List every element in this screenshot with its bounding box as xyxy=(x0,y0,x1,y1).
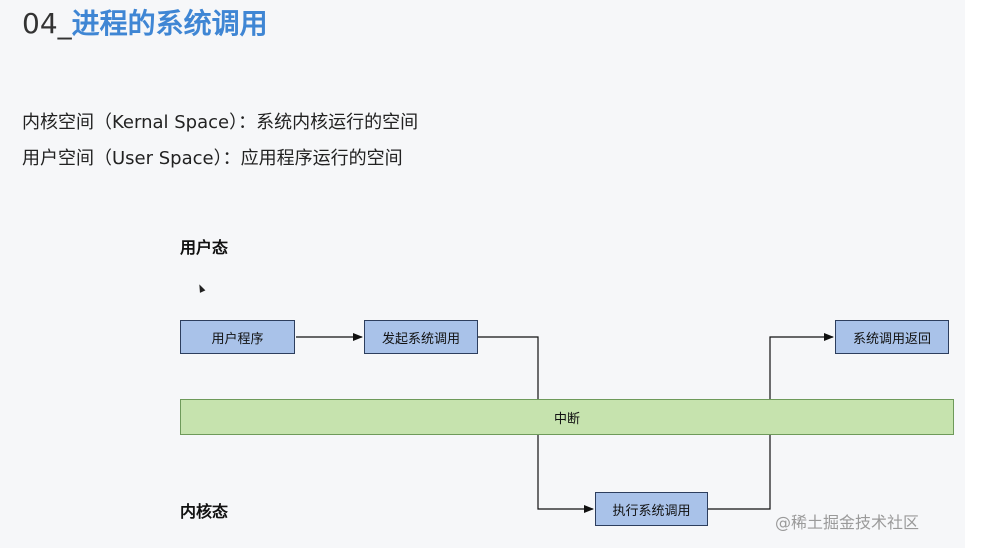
user-mode-label: 用户态 xyxy=(180,238,229,257)
watermark: @稀土掘金技术社区 xyxy=(775,513,920,532)
slide-title: 04_进程的系统调用 xyxy=(22,6,268,42)
kernel-mode-label: 内核态 xyxy=(180,502,229,521)
execute-syscall-box: 执行系统调用 xyxy=(595,492,708,526)
interrupt-band: 中断 xyxy=(180,399,954,435)
title-number: 04_ xyxy=(22,7,72,40)
syscall-return-box: 系统调用返回 xyxy=(835,320,949,354)
kernel-space-description: 内核空间（Kernal Space）：系统内核运行的空间 xyxy=(22,112,419,133)
title-text: 进程的系统调用 xyxy=(71,7,268,40)
invoke-syscall-box: 发起系统调用 xyxy=(364,320,478,354)
user-space-description: 用户空间（User Space）：应用程序运行的空间 xyxy=(22,148,403,169)
page-margin xyxy=(965,0,981,548)
user-program-box: 用户程序 xyxy=(180,320,295,354)
